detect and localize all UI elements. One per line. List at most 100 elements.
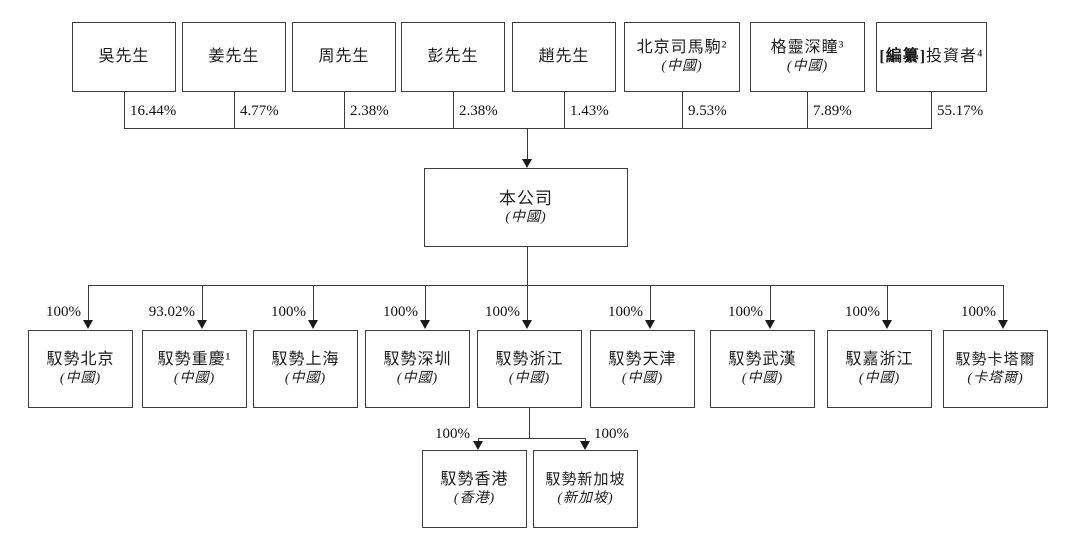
shareholder-location: (中國) — [661, 59, 703, 75]
connector-line — [124, 92, 125, 128]
connector-line — [453, 92, 454, 128]
ownership-percent-label: 16.44% — [130, 103, 177, 119]
ownership-percent-label: 100% — [46, 304, 81, 320]
connector-line — [88, 285, 89, 321]
subsidiary-name: 馭嘉浙江 — [845, 351, 914, 369]
arrow-down-icon — [473, 441, 483, 450]
subsidiary-name: 馭勢武漢 — [728, 351, 797, 369]
connector-line — [529, 408, 530, 438]
shareholder-name: 北京司馬駒² — [636, 39, 728, 57]
subsidiary-name: 馭勢天津 — [608, 351, 677, 369]
connector-line — [585, 438, 586, 443]
connector-line — [478, 438, 586, 439]
ownership-percent-label: 100% — [961, 304, 996, 320]
shareholder-name: 彭先生 — [427, 48, 479, 65]
company-box: 本公司 (中國) — [424, 168, 628, 247]
arrow-down-icon — [83, 320, 93, 329]
ownership-percent-label: 100% — [594, 426, 629, 442]
connector-line — [234, 92, 235, 128]
ownership-percent-label: 100% — [845, 304, 880, 320]
redacted-tag: [編纂] — [879, 48, 927, 65]
connector-line — [313, 285, 314, 321]
ownership-percent-label: 4.77% — [240, 103, 279, 119]
shareholder-box: 吳先生 — [72, 22, 176, 92]
arrow-down-icon — [197, 320, 207, 329]
ownership-percent-label: 100% — [608, 304, 643, 320]
ownership-percent-label: 7.89% — [813, 103, 852, 119]
subsidiary-location: (中國) — [396, 371, 439, 387]
arrow-down-icon — [522, 320, 532, 329]
connector-line — [770, 285, 771, 321]
ownership-percent-label: 100% — [485, 304, 520, 320]
subsidiary-box: 馭勢重慶¹ (中國) — [142, 330, 247, 408]
arrow-down-icon — [522, 159, 532, 168]
subsidiary-location: (中國) — [741, 371, 784, 387]
arrow-down-icon — [882, 320, 892, 329]
company-location: (中國) — [505, 210, 547, 226]
shareholder-box: 北京司馬駒² (中國) — [624, 22, 740, 92]
ownership-percent-label: 100% — [728, 304, 763, 320]
arrow-down-icon — [420, 320, 430, 329]
sub-subsidiary-box: 馭勢新加坡 (新加坡) — [533, 450, 638, 528]
connector-line — [1003, 285, 1004, 321]
sub-subsidiary-location: (香港) — [453, 491, 496, 507]
company-name: 本公司 — [499, 189, 553, 209]
connector-line — [527, 247, 528, 285]
subsidiary-location: (卡塔爾) — [967, 370, 1024, 386]
subsidiary-box: 馭勢浙江 (中國) — [477, 330, 582, 408]
connector-line — [478, 438, 479, 443]
subsidiary-name: 馭勢重慶¹ — [157, 351, 232, 369]
ownership-percent-label: 1.43% — [570, 103, 609, 119]
shareholder-box: 周先生 — [292, 22, 396, 92]
shareholder-box: 趙先生 — [512, 22, 616, 92]
sub-subsidiary-location: (新加坡) — [557, 490, 614, 506]
ownership-percent-label: 100% — [435, 426, 470, 442]
subsidiary-name: 馭勢北京 — [46, 351, 115, 369]
sub-subsidiary-name: 馭勢新加坡 — [545, 471, 626, 488]
connector-line — [527, 285, 528, 321]
connector-line — [425, 285, 426, 321]
subsidiary-location: (中國) — [621, 371, 664, 387]
subsidiary-box: 馭嘉浙江 (中國) — [827, 330, 932, 408]
shareholder-box: 姜先生 — [182, 22, 286, 92]
ownership-percent-label: 55.17% — [937, 103, 984, 119]
subsidiary-box: 馭勢武漢 (中國) — [710, 330, 815, 408]
shareholder-name: 格靈深瞳³ — [770, 39, 845, 57]
connector-line — [344, 92, 345, 128]
subsidiary-box: 馭勢上海 (中國) — [253, 330, 358, 408]
subsidiary-location: (中國) — [59, 371, 102, 387]
sub-subsidiary-box: 馭勢香港 (香港) — [422, 450, 527, 528]
shareholder-box: 格靈深瞳³ (中國) — [750, 22, 865, 92]
connector-line — [931, 92, 932, 128]
connector-line — [88, 285, 1004, 286]
ownership-percent-label: 2.38% — [459, 103, 498, 119]
subsidiary-box: 馭勢北京 (中國) — [28, 330, 133, 408]
subsidiary-box: 馭勢天津 (中國) — [590, 330, 695, 408]
connector-line — [202, 285, 203, 321]
subsidiary-name: 馭勢卡塔爾 — [955, 351, 1036, 368]
ownership-percent-label: 100% — [271, 304, 306, 320]
shareholder-name: [編纂]投資者⁴ — [879, 48, 984, 65]
ownership-percent-label: 93.02% — [148, 304, 195, 320]
shareholder-location: (中國) — [786, 59, 829, 75]
arrow-down-icon — [308, 320, 318, 329]
ownership-percent-label: 9.53% — [688, 103, 727, 119]
arrow-down-icon — [645, 320, 655, 329]
sub-subsidiary-name: 馭勢香港 — [440, 471, 509, 489]
ownership-percent-label: 100% — [383, 304, 418, 320]
shareholder-name: 趙先生 — [538, 48, 590, 65]
subsidiary-name: 馭勢上海 — [271, 351, 340, 369]
shareholder-box: 彭先生 — [401, 22, 505, 92]
subsidiary-name: 馭勢浙江 — [495, 351, 564, 369]
connector-line — [527, 128, 528, 160]
shareholder-box: [編纂]投資者⁴ — [876, 22, 987, 92]
subsidiary-box: 馭勢卡塔爾 (卡塔爾) — [943, 330, 1048, 408]
subsidiary-location: (中國) — [858, 371, 901, 387]
subsidiary-location: (中國) — [508, 371, 551, 387]
arrow-down-icon — [765, 320, 775, 329]
shareholder-name: 周先生 — [318, 48, 370, 65]
subsidiary-location: (中國) — [173, 371, 216, 387]
connector-line — [807, 92, 808, 128]
subsidiary-name: 馭勢深圳 — [383, 351, 452, 369]
